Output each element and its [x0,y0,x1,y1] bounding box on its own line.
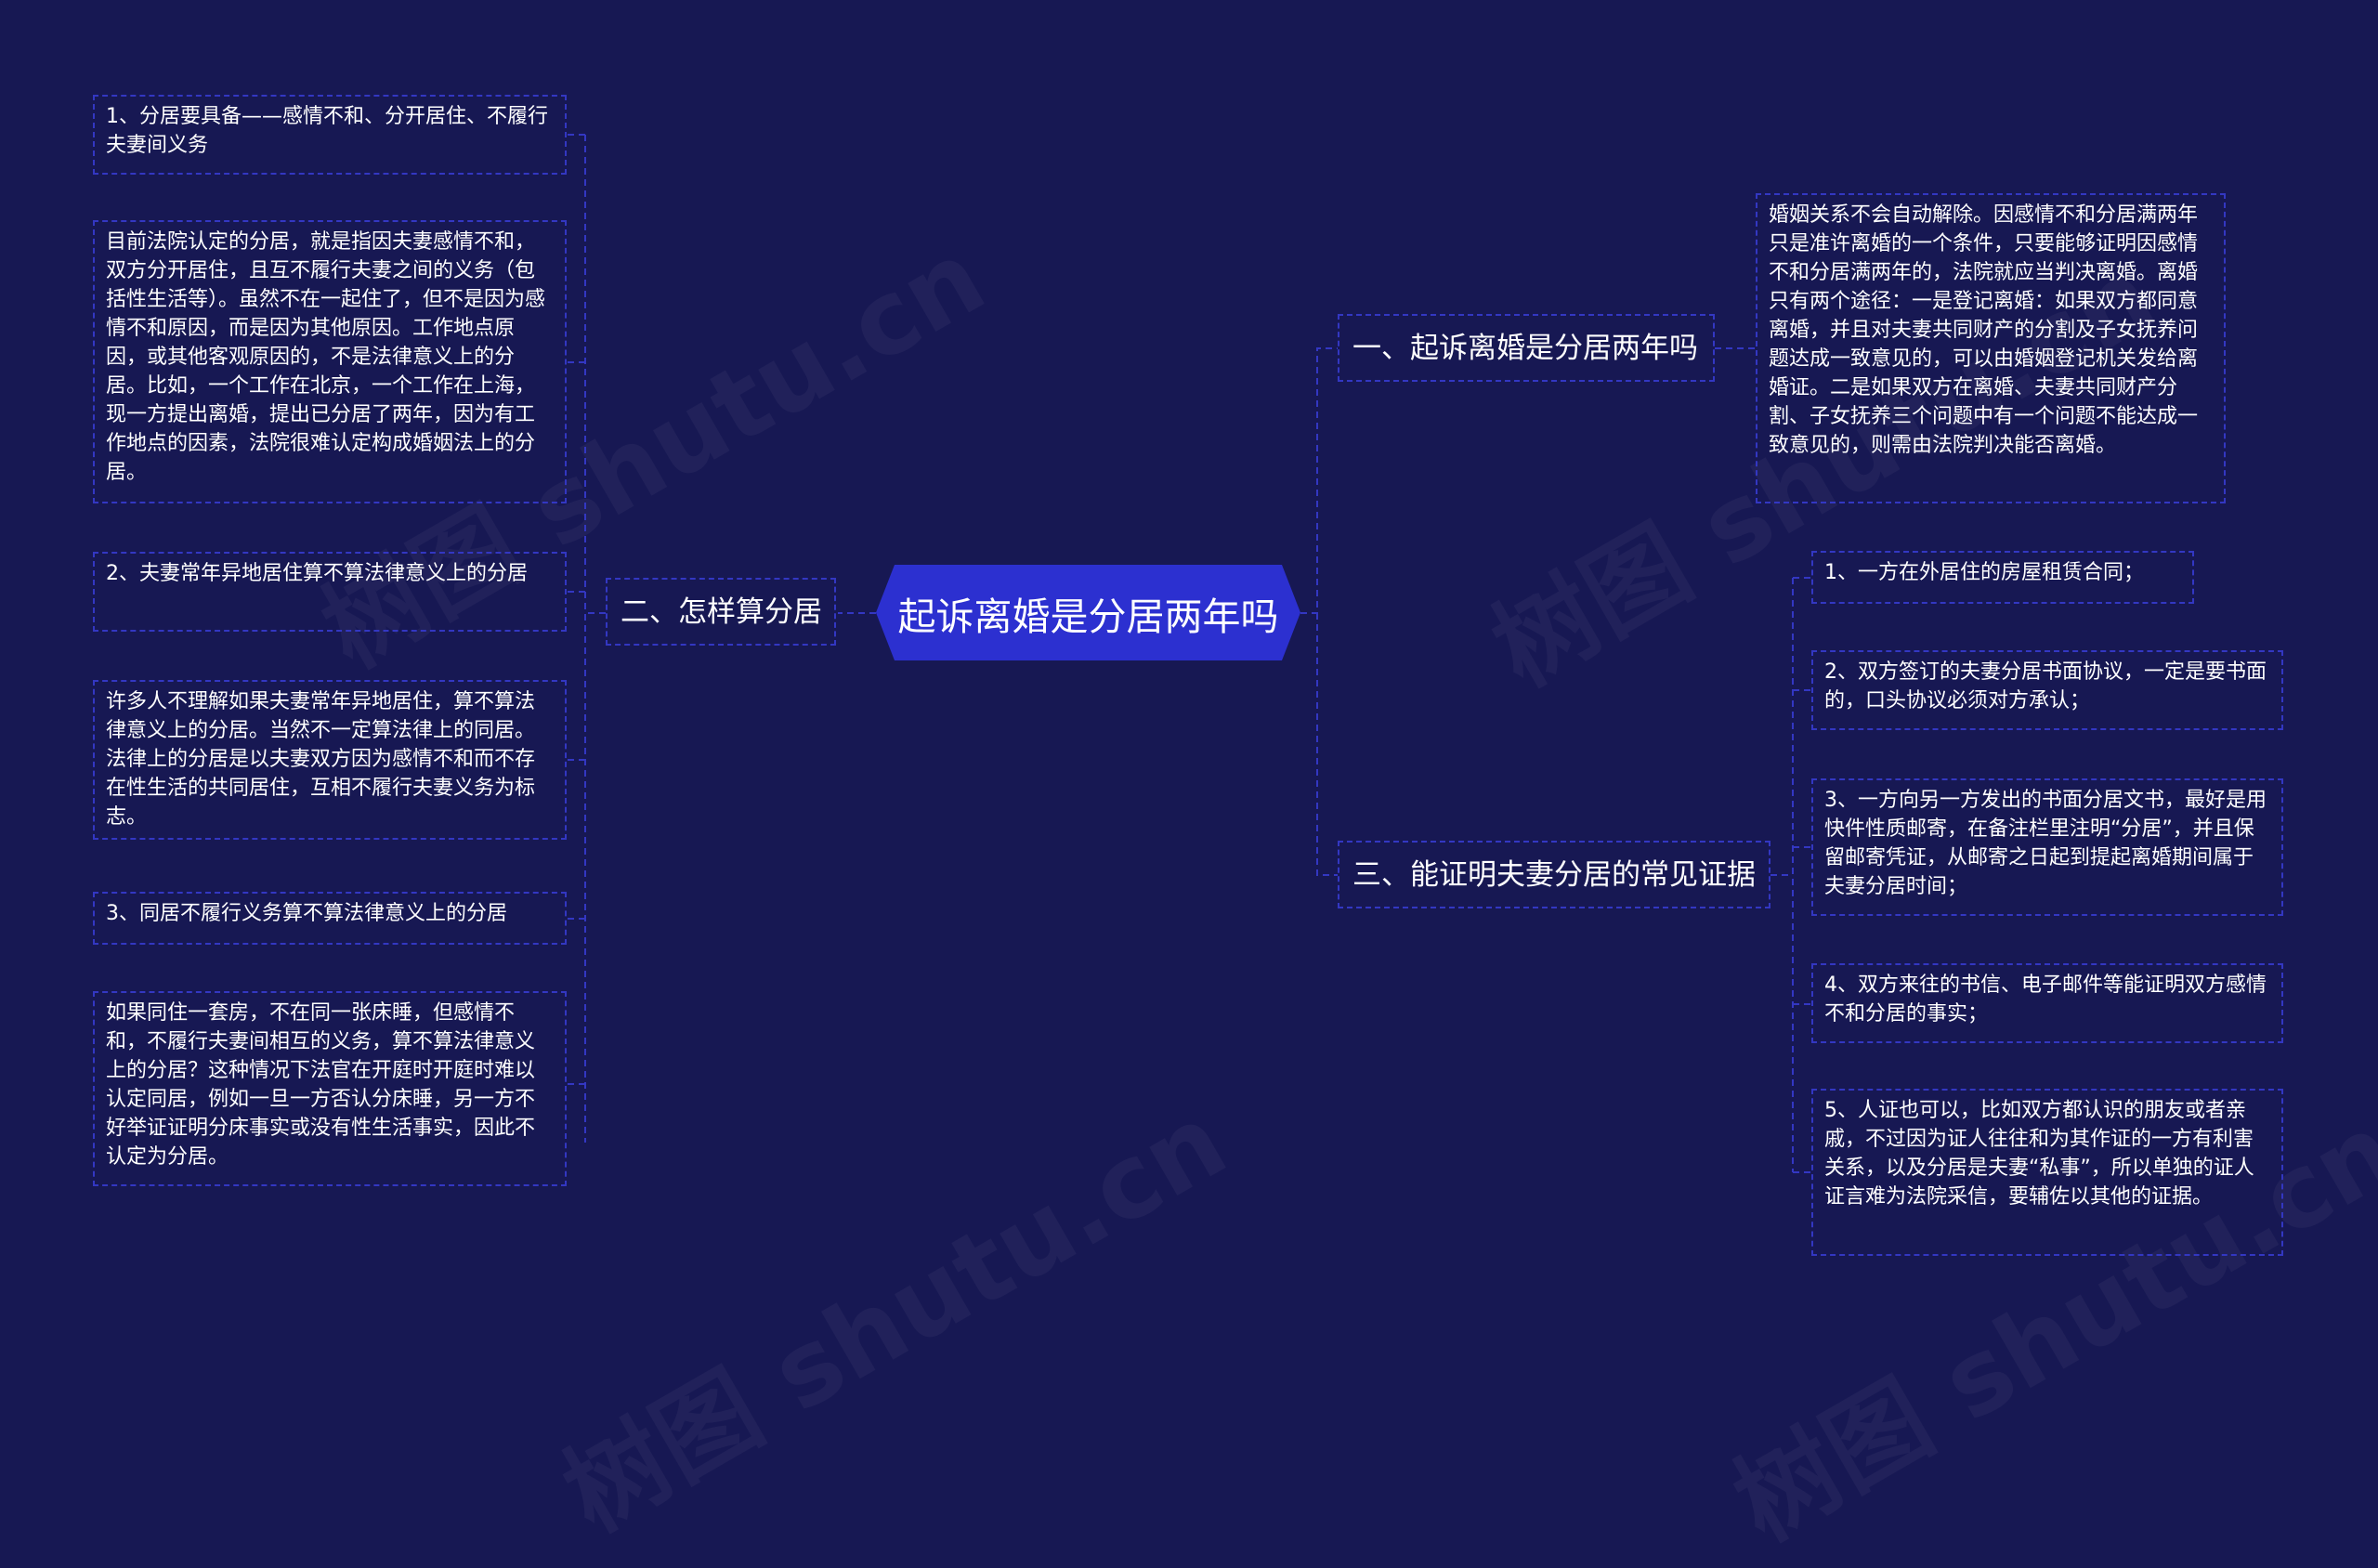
watermark: 树图 shutu.cn [532,1061,1248,1560]
leaf-evidence-agreement[interactable]: 2、双方签订的夫妻分居书面协议，一定是要书面的，口头协议必须对方承认； [1811,650,2283,730]
branch-how-separation-counts[interactable]: 二、怎样算分居 [606,578,836,646]
leaf-evidence-letters-emails[interactable]: 4、双方来往的书信、电子邮件等能证明双方感情不和分居的事实； [1811,963,2283,1043]
leaf-divorce-routes[interactable]: 婚姻关系不会自动解除。因感情不和分居满两年只是准许离婚的一个条件，只要能够证明因… [1756,193,2226,503]
leaf-cohabit-answer[interactable]: 如果同住一套房，不在同一张床睡，但感情不和，不履行夫妻间相互的义务，算不算法律意… [93,991,567,1186]
leaf-cohabit-question[interactable]: 3、同居不履行义务算不算法律意义上的分居 [93,892,567,945]
leaf-long-distance-question[interactable]: 2、夫妻常年异地居住算不算法律意义上的分居 [93,552,567,632]
leaf-evidence-lease[interactable]: 1、一方在外居住的房屋租赁合同； [1811,551,2194,604]
leaf-long-distance-answer[interactable]: 许多人不理解如果夫妻常年异地居住，算不算法律意义上的分居。当然不一定算法律上的同… [93,680,567,840]
connector-root-b3 [1316,613,1338,876]
mind-map-canvas: 树图 shutu.cn 树图 shutu.cn 树图 shutu.cn 树图 s… [93,95,2283,1256]
leaf-court-definition[interactable]: 目前法院认定的分居，就是指因夫妻感情不和，双方分开居住，且互不履行夫妻之间的义务… [93,220,567,503]
branch-is-two-years-required[interactable]: 一、起诉离婚是分居两年吗 [1338,314,1715,382]
leaf-separation-conditions[interactable]: 1、分居要具备——感情不和、分开居住、不履行夫妻间义务 [93,95,567,175]
branch-common-evidence[interactable]: 三、能证明夫妻分居的常见证据 [1338,841,1770,908]
connector-root-b1 [1300,347,1338,614]
leaf-evidence-witness[interactable]: 5、人证也可以，比如双方都认识的朋友或者亲戚，不过因为证人往往和为其作证的一方有… [1811,1089,2283,1256]
leaf-evidence-written-notice[interactable]: 3、一方向另一方发出的书面分居文书，最好是用快件性质邮寄，在备注栏里注明“分居”… [1811,778,2283,916]
root-topic[interactable]: 起诉离婚是分居两年吗 [876,565,1300,660]
